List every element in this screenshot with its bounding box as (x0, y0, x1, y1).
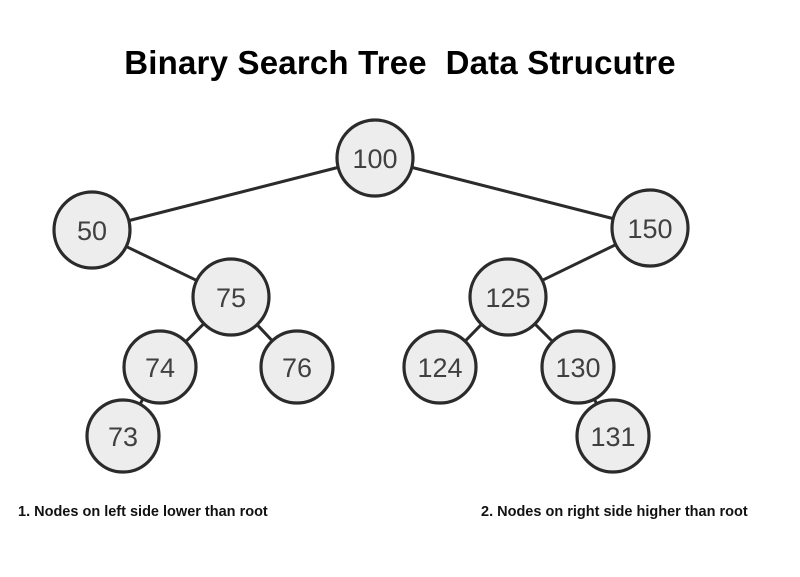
tree-node-50[interactable]: 50 (52, 190, 132, 270)
tree-node-131[interactable]: 131 (575, 398, 651, 474)
tree-edges (123, 165, 619, 407)
page-title: Binary Search Tree Data Strucutre (124, 44, 676, 81)
node-circle-73[interactable] (85, 398, 161, 474)
node-circle-150[interactable] (610, 188, 690, 268)
node-label-50: 50 (77, 216, 107, 246)
tree-edge-150-125 (539, 242, 619, 283)
tree-edge-100-50 (126, 165, 341, 223)
node-label-130: 130 (555, 353, 600, 383)
caption-left-rule: 1. Nodes on left side lower than root (18, 504, 268, 520)
node-circle-125[interactable] (468, 257, 548, 337)
node-circle-130[interactable] (540, 329, 616, 405)
tree-node-74[interactable]: 74 (122, 329, 198, 405)
tree-edge-125-124 (462, 322, 484, 344)
node-circle-74[interactable] (122, 329, 198, 405)
node-circle-50[interactable] (52, 190, 132, 270)
tree-node-125[interactable]: 125 (468, 257, 548, 337)
tree-node-130[interactable]: 130 (540, 329, 616, 405)
tree-edge-125-130 (532, 321, 555, 344)
node-circle-131[interactable] (575, 398, 651, 474)
tree-edge-75-74 (183, 321, 207, 344)
node-label-131: 131 (590, 422, 635, 452)
tree-node-100[interactable]: 100 (335, 118, 415, 198)
node-circle-100[interactable] (335, 118, 415, 198)
caption-right-rule: 2. Nodes on right side higher than root (481, 504, 748, 520)
node-label-74: 74 (145, 353, 175, 383)
node-label-150: 150 (627, 214, 672, 244)
node-label-73: 73 (108, 422, 138, 452)
node-label-76: 76 (282, 353, 312, 383)
node-label-125: 125 (485, 283, 530, 313)
node-label-75: 75 (216, 283, 246, 313)
tree-edge-75-76 (254, 322, 275, 344)
tree-node-73[interactable]: 73 (85, 398, 161, 474)
node-label-100: 100 (352, 144, 397, 174)
tree-node-75[interactable]: 75 (191, 257, 271, 337)
tree-edge-50-75 (123, 244, 200, 283)
tree-nodes: 100 50 150 75 125 74 76 124 130 73 131 (52, 118, 690, 474)
tree-node-76[interactable]: 76 (259, 329, 335, 405)
tree-node-124[interactable]: 124 (402, 329, 478, 405)
node-circle-124[interactable] (402, 329, 478, 405)
node-label-124: 124 (417, 353, 462, 383)
tree-node-150[interactable]: 150 (610, 188, 690, 268)
node-circle-76[interactable] (259, 329, 335, 405)
tree-edge-100-150 (409, 165, 616, 221)
node-circle-75[interactable] (191, 257, 271, 337)
